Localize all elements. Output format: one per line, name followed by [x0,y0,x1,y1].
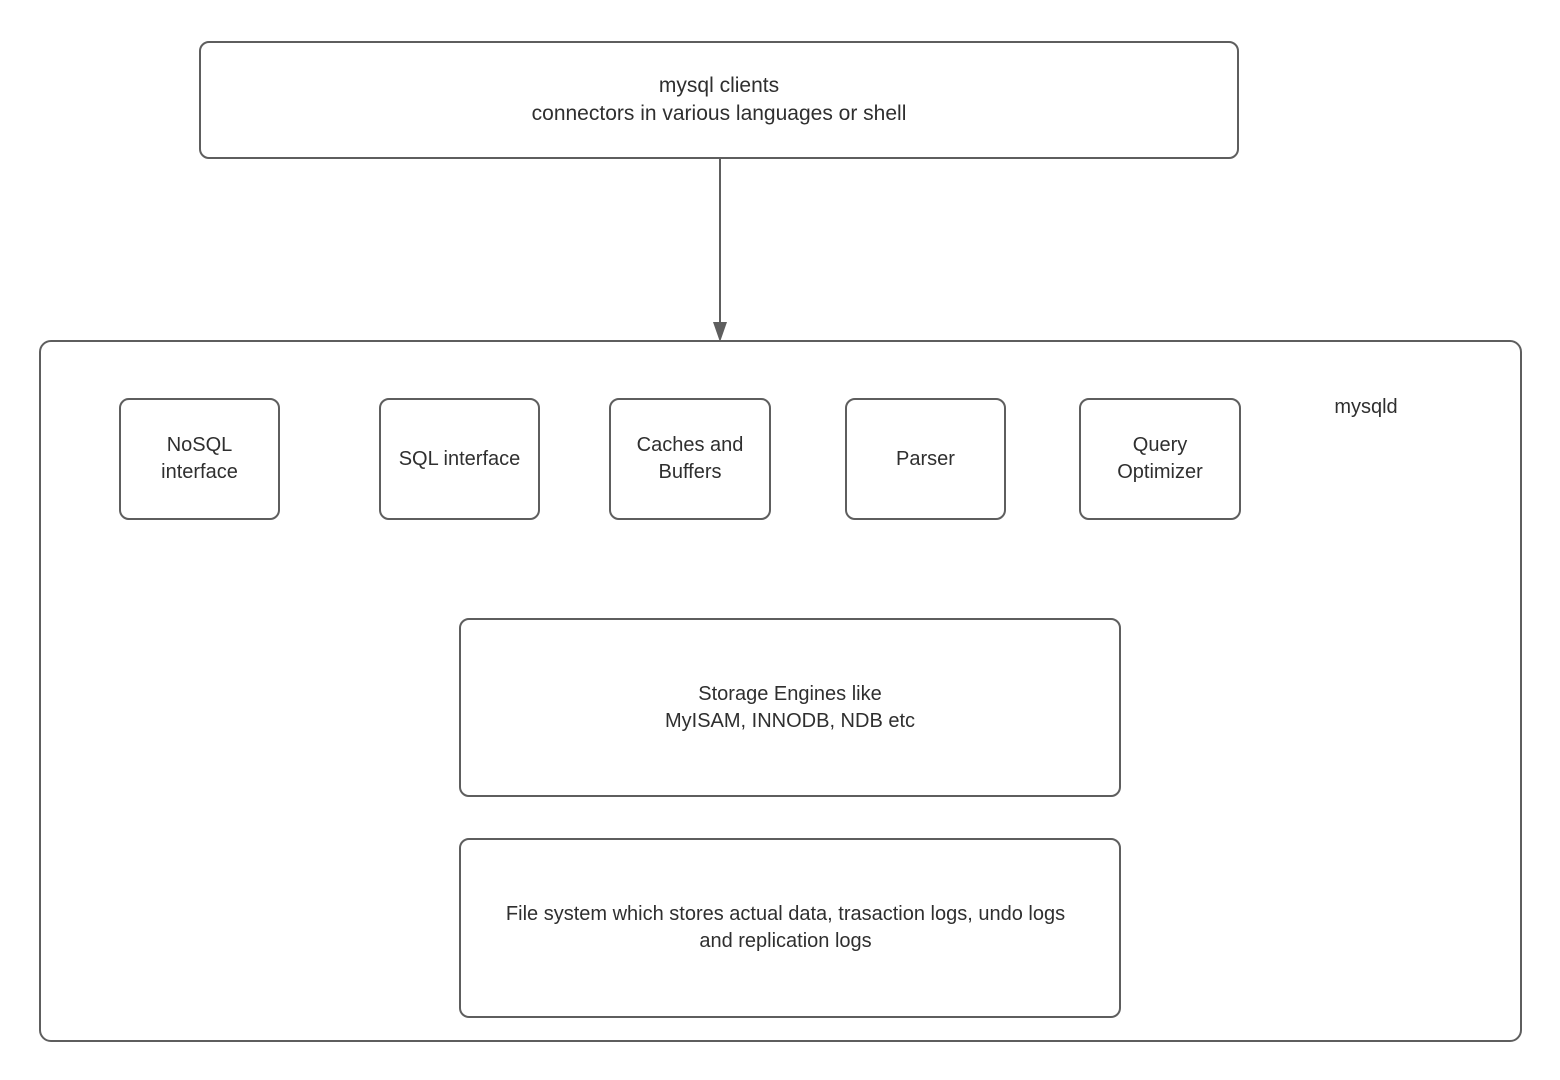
mysql-clients-label: mysql clients connectors in various lang… [531,74,907,125]
component-nosql-interface[interactable]: NoSQL interface [119,398,280,520]
clients-to-mysqld-arrow [713,158,727,342]
component-parser-label: Parser [896,447,955,470]
component-nosql-interface-label: NoSQL interface [161,434,238,483]
component-parser[interactable]: Parser [845,398,1006,520]
component-sql-interface[interactable]: SQL interface [379,398,540,520]
storage-engines-label: Storage Engines like MyISAM, INNODB, NDB… [664,682,916,732]
component-caches-and-buffers-label: Caches and Buffers [636,434,744,483]
file-system-box[interactable]: File system which stores actual data, tr… [459,838,1121,1018]
file-system-label: File system which stores actual data, tr… [505,903,1066,952]
component-caches-and-buffers[interactable]: Caches and Buffers [609,398,771,520]
mysqld-label: mysqld [1334,396,1398,418]
component-query-optimizer[interactable]: Query Optimizer [1079,398,1241,520]
storage-engines-box[interactable]: Storage Engines like MyISAM, INNODB, NDB… [459,618,1121,797]
component-query-optimizer-label: Query Optimizer [1117,434,1203,483]
mysql-clients-box[interactable]: mysql clients connectors in various lang… [199,41,1239,159]
component-sql-interface-label: SQL interface [398,447,521,470]
